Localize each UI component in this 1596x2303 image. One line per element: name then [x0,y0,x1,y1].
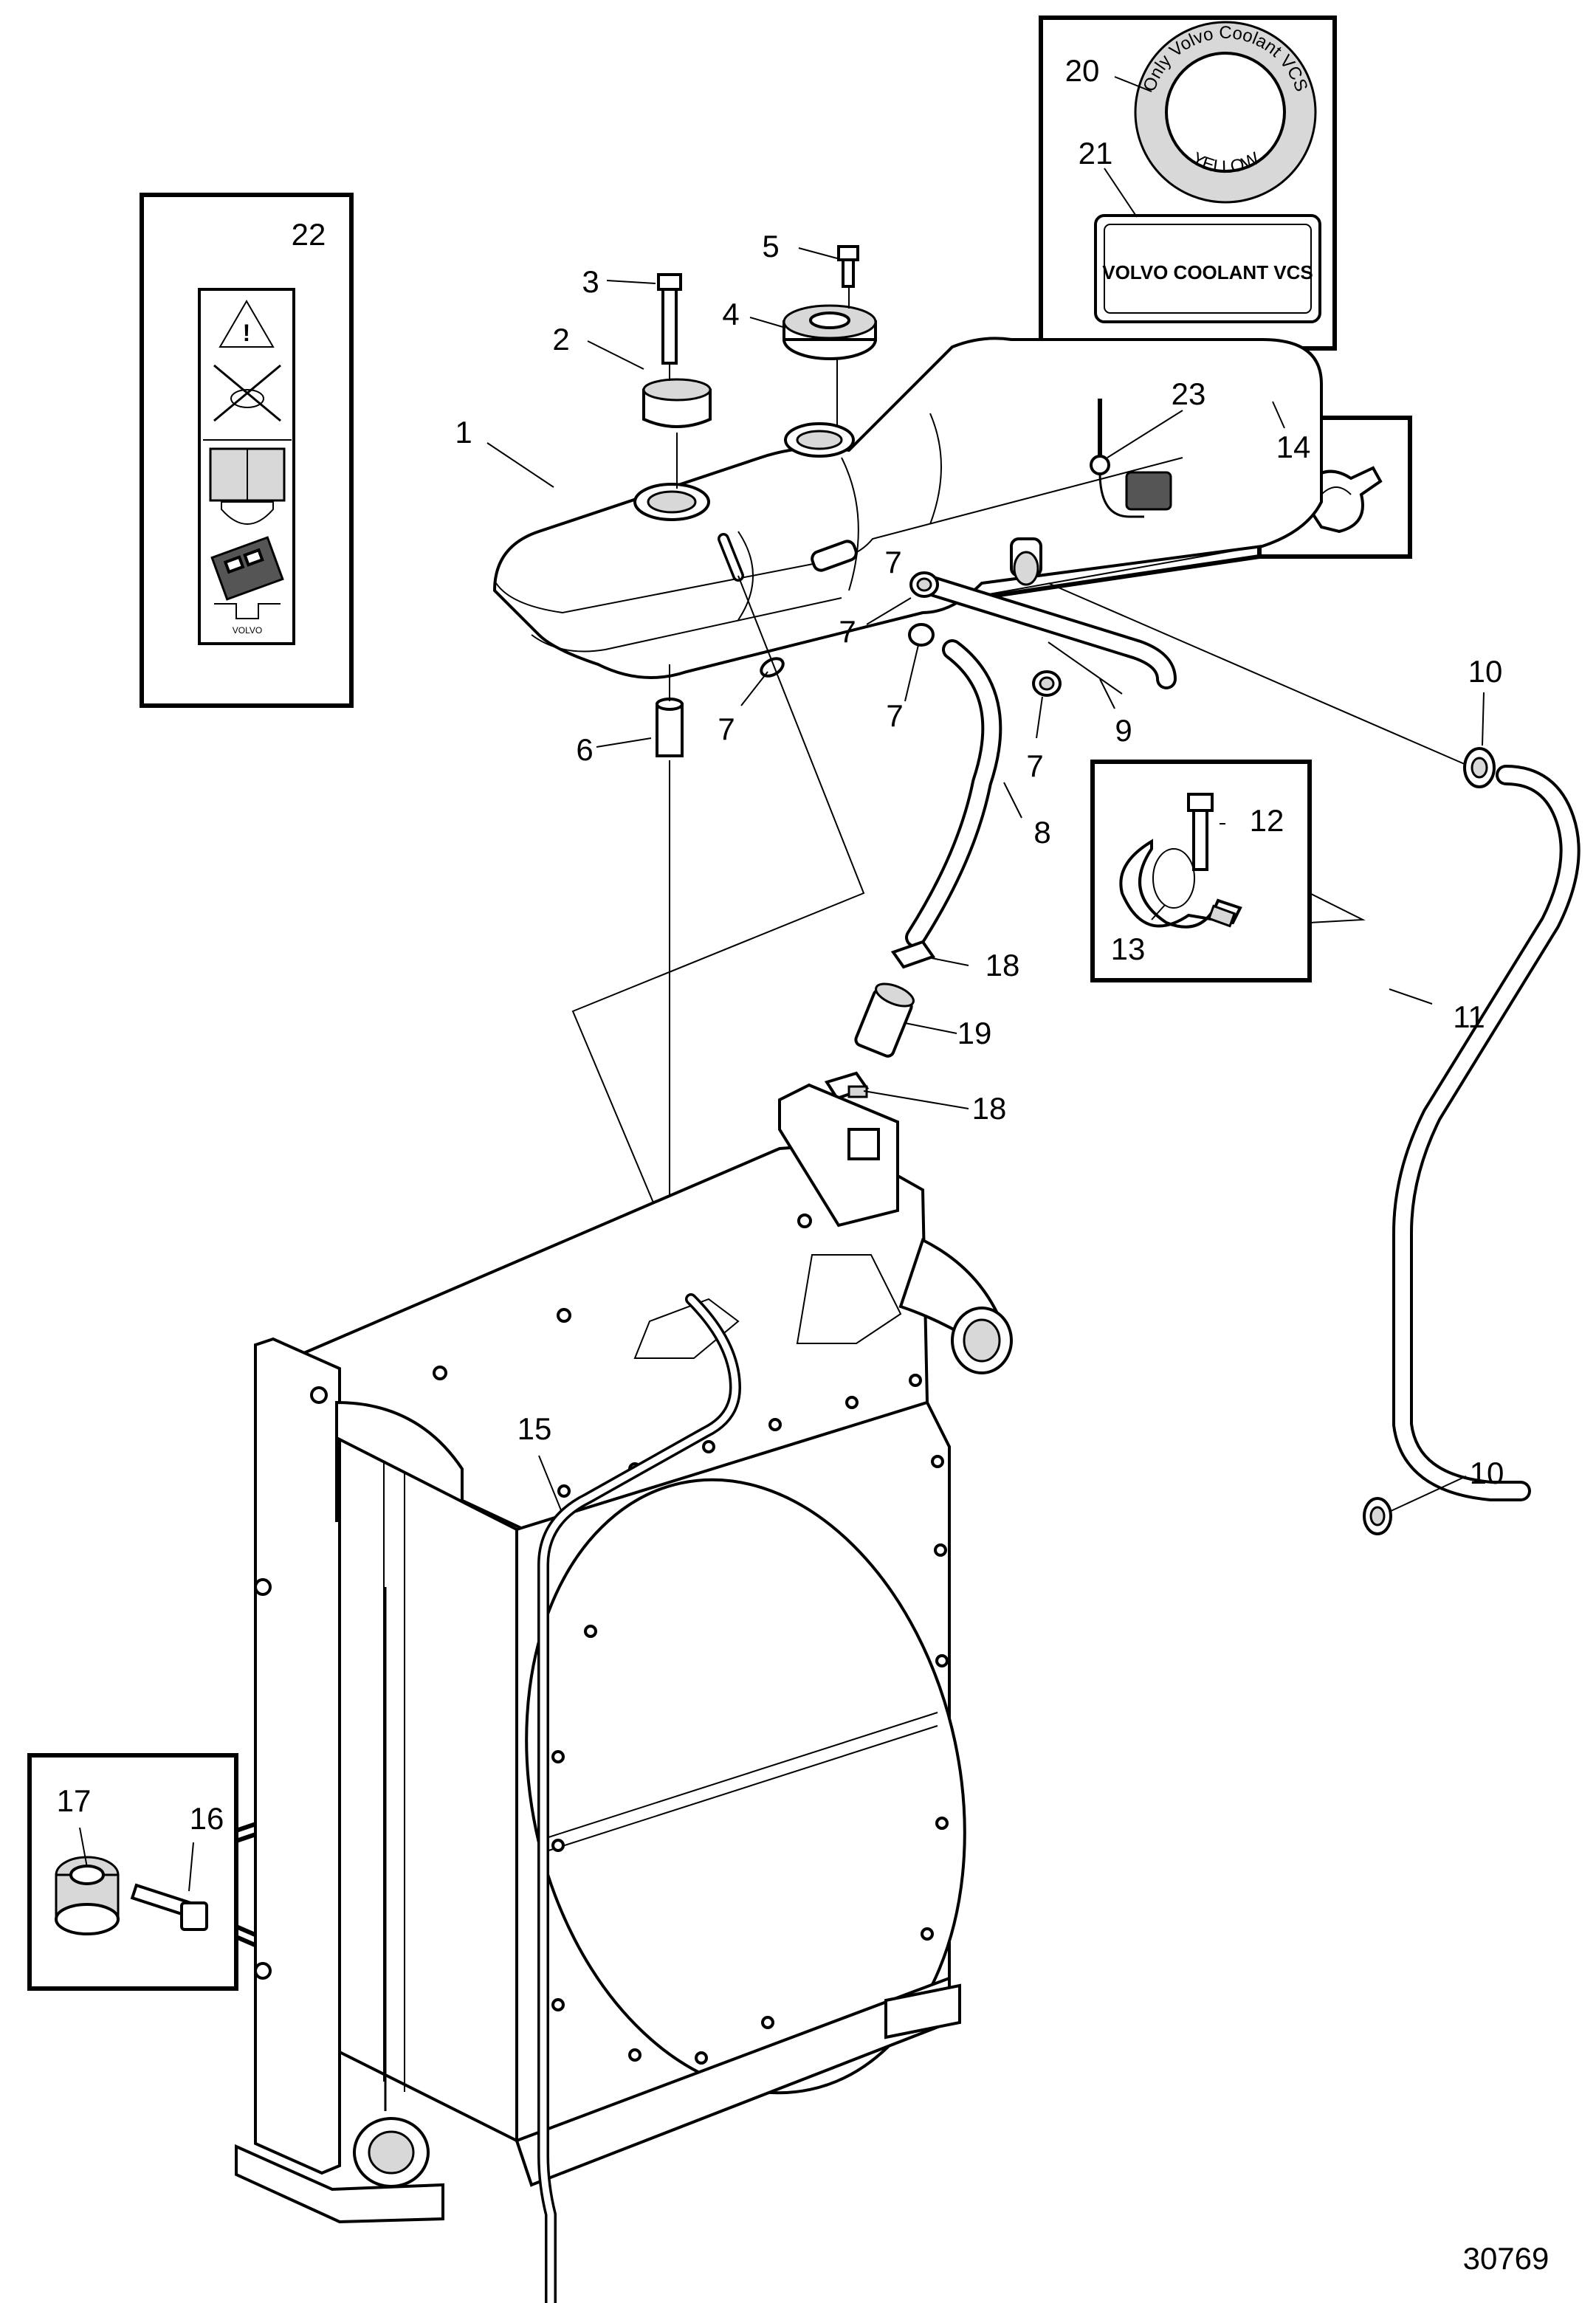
callout-14: 14 [1276,430,1311,464]
callout-8: 8 [1033,815,1050,850]
callout-23: 23 [1172,376,1206,411]
callout-6: 6 [576,732,593,767]
callout-7b: 7 [839,614,856,649]
decal-text: VOLVO COOLANT VCS [1102,261,1313,283]
hose-11 [1392,765,1580,1501]
no-open-hot-icon [213,364,281,422]
radiator-bolts [254,1214,949,2065]
callout-7e: 7 [884,545,901,579]
callout-19: 19 [957,1016,992,1050]
callout-2: 2 [552,322,569,357]
callout-15: 15 [517,1411,552,1446]
callout-12: 12 [1250,803,1284,838]
hose-clamps-10 [1363,747,1496,1535]
hose-clamp-18-upper [890,940,936,969]
hose-clamps-7 [760,571,1062,697]
cap-ring-decal: Only Volvo Coolant VCS YELLOW [1134,21,1317,204]
callout-4: 4 [722,297,739,331]
callout-21: 21 [1079,136,1113,171]
plug-cap-2 [642,378,712,489]
inset-box-20-21: Only Volvo Coolant VCS YELLOW VOLVO COOL… [1039,16,1337,351]
coolant-decal: VOLVO COOLANT VCS [1094,214,1321,323]
callout-20: 20 [1065,53,1100,88]
callout-leaders [79,76,1485,1892]
bolt-5 [837,245,859,309]
callout-18a: 18 [986,948,1020,982]
callout-17: 17 [57,1783,92,1818]
hose-clamp-18-lower [824,1071,870,1101]
inset-box-22: ! VOLVO [140,193,354,708]
radiator [235,1083,1013,2224]
tank-vent-nipple [718,533,744,582]
p-clamp [1119,839,1242,929]
callout-13: 13 [1111,932,1146,966]
inset-box-12-13 [1090,760,1366,982]
coolant-test-icon [210,536,284,619]
callout-7a: 7 [718,712,735,746]
rubber-grommet-17 [55,1856,120,1935]
vent-line [571,575,865,1300]
vent-pipe-15 [537,1293,741,2303]
expansion-tank-1 [492,337,1323,679]
callout-9: 9 [1115,713,1132,748]
callout-3: 3 [582,264,599,299]
pressure-cap-4 [782,304,877,425]
callout-10a: 10 [1468,654,1503,689]
inline-filter-19 [854,982,915,1058]
callout-7c: 7 [886,698,903,733]
level-sensor-23 [1090,399,1172,518]
svg-text:!: ! [243,320,251,346]
bolt-12 [1187,793,1214,871]
svg-text:VOLVO: VOLVO [233,625,262,636]
bolt-16 [130,1883,208,1931]
callout-5: 5 [762,229,779,264]
inset-box-16-17 [27,1732,521,2062]
bolt-3 [657,273,682,381]
hose-9 [912,573,1177,695]
callout-22: 22 [292,217,326,252]
callouts: 1 2 3 4 5 6 7 7 7 7 7 8 9 10 10 11 12 13… [57,53,1504,1836]
callout-7d: 7 [1026,748,1043,783]
callout-1: 1 [455,415,472,450]
drawing-number: 30769 [1463,2241,1549,2276]
owners-manual-icon [209,447,286,525]
callout-16: 16 [190,1801,224,1836]
hose-8 [905,639,1002,948]
callout-18b: 18 [972,1091,1007,1126]
callout-11: 11 [1453,999,1485,1034]
callout-10b: 10 [1470,1456,1504,1490]
